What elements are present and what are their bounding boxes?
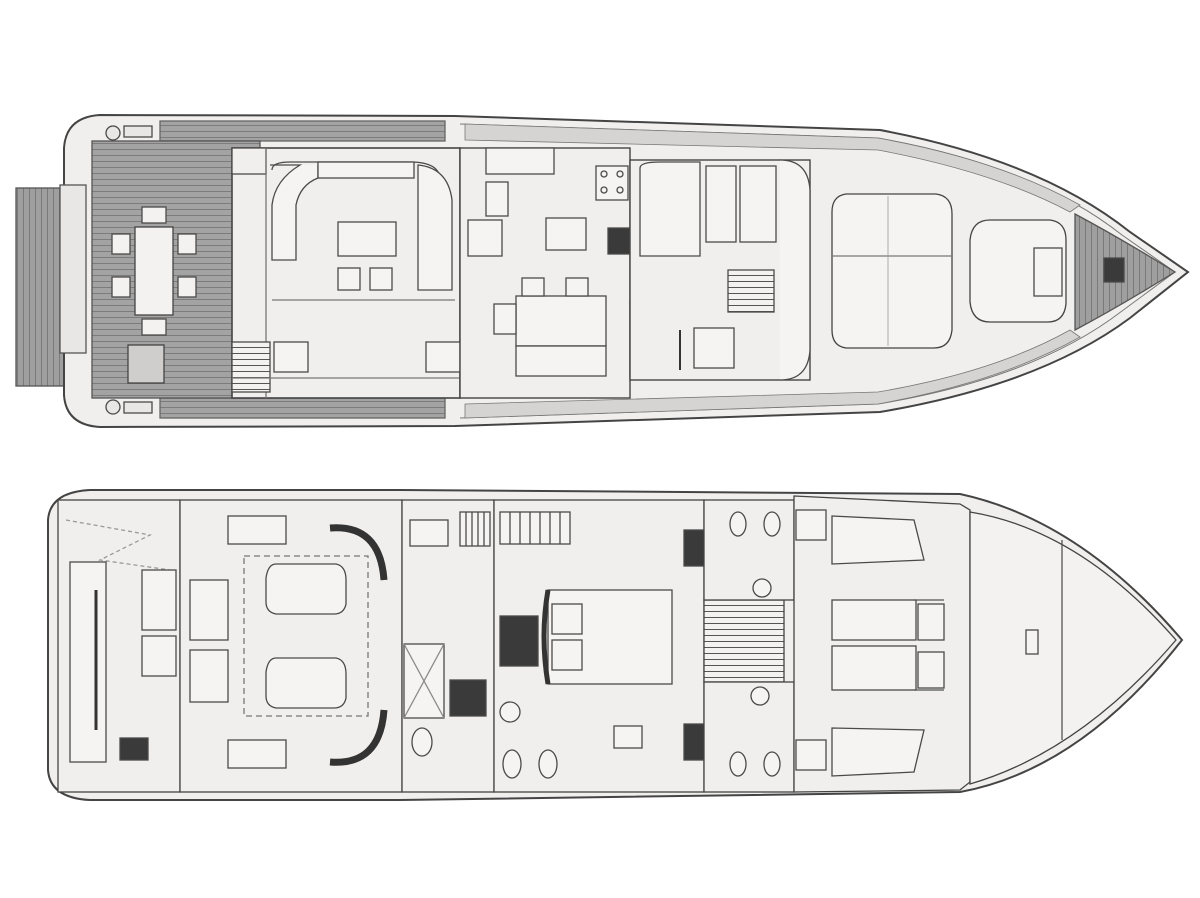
side-deck-fwd-starboard	[464, 329, 1081, 419]
guest-toilet-4	[763, 751, 781, 777]
guest-night-table-1	[917, 603, 945, 641]
guest-toilet-1	[729, 511, 747, 537]
crew-bunk	[69, 561, 107, 763]
dining-chair-3	[493, 303, 517, 335]
master-headboard	[541, 589, 551, 685]
salon-armchair	[417, 164, 453, 291]
engine-panel-top	[227, 515, 287, 545]
guest-head-port	[703, 499, 795, 601]
salon-stool-1	[337, 267, 361, 291]
foredeck-sunpad-1	[831, 193, 953, 349]
guest-bed-starboard	[831, 727, 925, 777]
chain-locker	[1025, 629, 1039, 655]
dining-table	[515, 295, 607, 347]
exhaust-port	[329, 524, 388, 581]
master-toilet-1	[502, 749, 522, 779]
helm-windscreen	[779, 159, 811, 381]
helm-seat	[693, 327, 735, 369]
master-desk	[613, 725, 643, 749]
aft-mooring-port	[105, 125, 153, 141]
engine-controls	[189, 649, 229, 703]
master-pillow-2	[551, 639, 583, 671]
dining-chair-2	[565, 277, 589, 297]
master-pillow-1	[551, 603, 583, 635]
salon-cabinet-2	[425, 341, 461, 373]
master-toilet-2	[538, 749, 558, 779]
guest-wardrobe-starboard	[795, 739, 827, 771]
guest-basin-2	[750, 686, 770, 706]
galley-island	[545, 217, 587, 251]
bow-deck	[1074, 212, 1177, 332]
master-stairs	[499, 615, 539, 667]
guest-bed-double-1	[831, 599, 917, 641]
engine-room	[179, 499, 403, 793]
dining-bench	[515, 345, 607, 377]
salon-coffee-table	[337, 221, 397, 257]
utility-toilet	[411, 727, 433, 757]
guest-basin-1	[752, 578, 772, 598]
wardrobe-top-2	[499, 511, 571, 545]
utility-shelf	[409, 519, 449, 547]
crew-locker-2	[141, 635, 177, 677]
wardrobe-top-1	[459, 511, 491, 547]
guest-corridor	[703, 599, 785, 683]
cockpit-hatch	[127, 344, 165, 384]
side-deck-port	[159, 120, 446, 142]
helm-console-1	[705, 165, 737, 243]
master-washbasin	[499, 701, 521, 723]
lower-deck-plan	[47, 489, 1184, 801]
swim-platform	[15, 187, 67, 387]
engine-panel-bottom	[227, 739, 287, 769]
crew-locker-1	[141, 569, 177, 631]
guest-wardrobe-port	[795, 509, 827, 541]
exhaust-starboard	[329, 709, 388, 766]
engine-starboard	[265, 657, 347, 709]
guest-head-starboard	[703, 681, 795, 793]
lazarette-lines	[65, 519, 171, 571]
guest-toilet-2	[763, 511, 781, 537]
foredeck-hatch	[1033, 247, 1063, 297]
aft-mooring-starboard	[105, 399, 153, 415]
utility-stairs	[449, 679, 487, 717]
dining-chair-1	[521, 277, 545, 297]
engine-bay-outline	[243, 555, 369, 717]
guest-bed-port	[831, 515, 925, 565]
galley-counter	[485, 147, 555, 175]
galley-sink	[467, 219, 503, 257]
galley-dark-appliance	[607, 227, 631, 255]
generator	[189, 579, 229, 641]
helm-stairs	[727, 269, 775, 313]
cockpit-dining-set	[111, 206, 197, 336]
side-deck-starboard	[159, 397, 446, 419]
guest-night-table-2	[917, 651, 945, 689]
galley-fridge	[485, 181, 509, 217]
galley-hob	[595, 165, 629, 201]
guest-bed-double-2	[831, 645, 917, 691]
anchor-windlass	[1103, 257, 1125, 283]
side-deck-fwd-port	[464, 123, 1081, 213]
helm-settee	[639, 161, 701, 257]
salon-sofa-aft	[317, 161, 415, 179]
forepeak	[969, 511, 1177, 785]
crew-hatch	[119, 737, 149, 761]
guest-toilet-3	[729, 751, 747, 777]
salon-cabinet-1	[273, 341, 309, 373]
transom-bench	[59, 184, 87, 354]
salon-sofa-port	[270, 164, 319, 261]
salon-stool-2	[369, 267, 393, 291]
salon-stairs	[231, 341, 271, 393]
main-deck-plan	[15, 113, 1190, 429]
salon-aft-door	[231, 147, 267, 175]
engine-port	[265, 563, 347, 615]
helm-console-2	[739, 165, 777, 243]
